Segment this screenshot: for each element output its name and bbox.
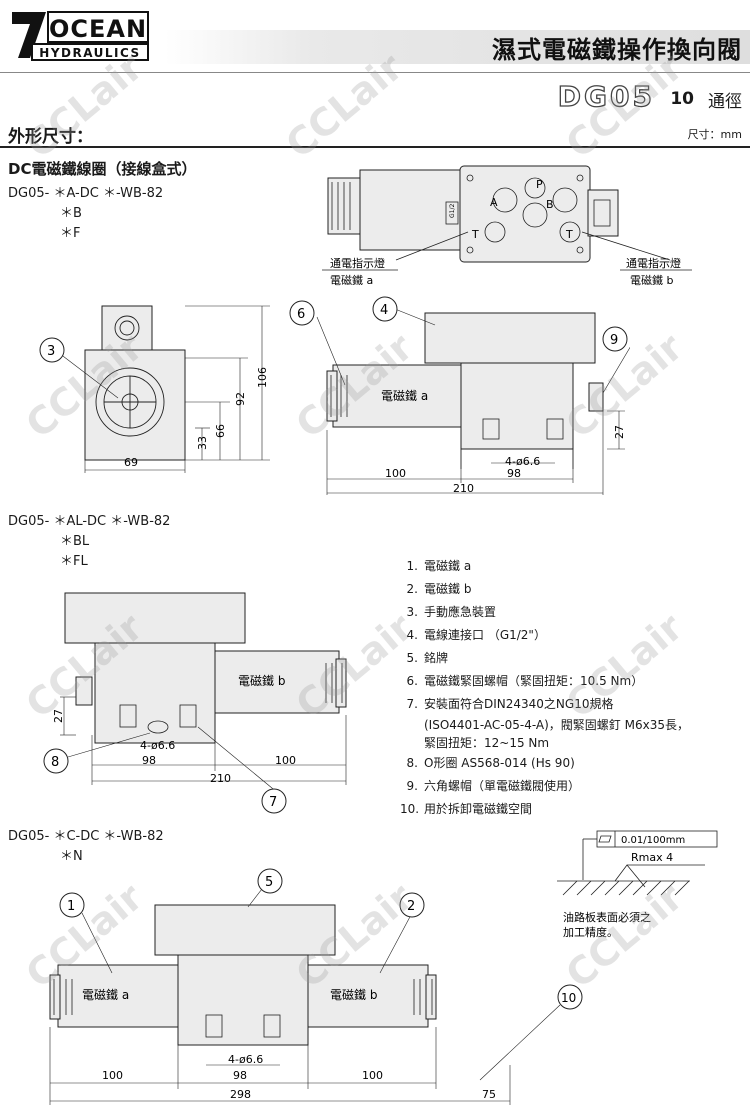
dim-33: 33 (196, 436, 209, 450)
variant-code: ＊F (60, 226, 81, 241)
dim-98: 98 (507, 467, 521, 480)
callout-3: 3 (47, 344, 55, 359)
header-band (165, 30, 750, 64)
callout-7: 7 (269, 795, 277, 810)
variant-code: ＊B (60, 206, 82, 221)
callout-8: 8 (51, 755, 59, 770)
bolt-spec: 4-ø6.6 (140, 739, 175, 752)
dim-69: 69 (124, 456, 138, 469)
side-view-a-drawing: 電磁鐵 a 27 4-ø6.6 100 98 210 6 4 9 (289, 296, 630, 495)
dim-100: 100 (102, 1069, 123, 1082)
ocean-logo: OCEAN HYDRAULICS (8, 8, 150, 62)
port-label: P (536, 178, 543, 191)
callout-9: 9 (610, 333, 618, 348)
dim-75: 75 (482, 1088, 496, 1101)
lamp-b-coil: 電磁鐵 b (630, 273, 673, 287)
dim-210: 210 (453, 482, 474, 495)
variant-code: ＊FL (60, 554, 88, 569)
section-heading: 外形尺寸： (8, 127, 93, 147)
port-label: A (490, 196, 498, 209)
unit-note: 尺寸：mm (687, 128, 742, 141)
legend-item: 5.銘牌 (406, 651, 449, 665)
port-label: B (546, 198, 554, 211)
solenoid-b-label: 電磁鐵 b (330, 987, 377, 1002)
end-view-drawing: 106 92 66 33 69 3 (39, 305, 270, 473)
dim-100: 100 (362, 1069, 383, 1082)
divider (0, 146, 750, 148)
model-code-line: DG05- ＊A-DC ＊-WB-82 (8, 186, 164, 201)
parts-legend: 1.電磁鐵 a 2.電磁鐵 b 3.手動應急裝置 4.電線連接口 （G1/2"）… (400, 555, 740, 821)
callout-4: 4 (380, 303, 388, 318)
dim-210: 210 (210, 772, 231, 785)
model-type: 通徑 (708, 92, 742, 112)
model-code-line: DG05- ＊AL-DC ＊-WB-82 (8, 514, 171, 529)
legend-item: 2.電磁鐵 b (406, 582, 472, 596)
callout-6: 6 (297, 307, 305, 322)
dim-298: 298 (230, 1088, 251, 1101)
surface-finish-symbol: 0.01/100mm Rmax 4 油路板表面必須之 加工精度。 (557, 830, 718, 939)
callout-10: 10 (561, 991, 576, 1005)
legend-item: 8.O形圈 AS568-014 (Hs 90) (406, 756, 575, 770)
legend-item: 6.電磁鐵緊固螺帽（緊固扭矩：10.5 Nm） (406, 674, 644, 688)
lamp-b-title: 通電指示燈 (626, 256, 681, 270)
coil-title: DC電磁鐵線圈（接線盒式） (8, 160, 197, 178)
callout-1: 1 (67, 899, 75, 914)
model-code: DG05 (557, 79, 655, 113)
flatness-value: 0.01/100mm (621, 835, 685, 846)
surface-note: 加工精度。 (563, 925, 618, 939)
g12-label: G1/2 (449, 204, 456, 218)
solenoid-a-label: 電磁鐵 a (82, 987, 129, 1002)
dim-100: 100 (275, 754, 296, 767)
dim-98: 98 (142, 754, 156, 767)
dim-27: 27 (52, 709, 65, 723)
roughness-value: Rmax 4 (631, 851, 673, 864)
legend-item: 1.電磁鐵 a (406, 559, 472, 573)
callout-5: 5 (265, 875, 273, 890)
legend-item: 7. 安裝面符合DIN24340之NG10規格 (ISO4401-AC-05-4… (406, 697, 689, 750)
variant-code: ＊N (60, 849, 83, 864)
legend-item: 4.電線連接口 （G1/2"） (406, 628, 546, 642)
dim-66: 66 (214, 424, 227, 438)
variant-code: ＊BL (60, 534, 90, 549)
watermark-text: CCLair (18, 45, 152, 167)
model-size: 10 (670, 89, 694, 109)
brand-name: OCEAN (49, 15, 147, 43)
model-code-line: DG05- ＊C-DC ＊-WB-82 (8, 829, 164, 844)
surface-note: 油路板表面必須之 (563, 910, 651, 924)
dim-100: 100 (385, 467, 406, 480)
port-label: T (565, 228, 573, 241)
callout-2: 2 (407, 899, 415, 914)
solenoid-a-label: 電磁鐵 a (381, 388, 428, 403)
lamp-a-coil: 電磁鐵 a (330, 273, 373, 287)
lamp-a-title: 通電指示燈 (330, 256, 385, 270)
dim-27: 27 (613, 425, 626, 439)
bolt-spec: 4-ø6.6 (505, 455, 540, 468)
port-label: T (471, 228, 479, 241)
dim-92: 92 (234, 392, 247, 406)
divider (0, 72, 750, 73)
dim-98: 98 (233, 1069, 247, 1082)
bolt-spec: 4-ø6.6 (228, 1053, 263, 1066)
dim-106: 106 (256, 367, 269, 388)
legend-item: 3.手動應急裝置 (406, 605, 497, 619)
brand-sub: HYDRAULICS (39, 46, 140, 60)
double-solenoid-drawing: 電磁鐵 a 電磁鐵 b 4-ø6.6 100 98 100 298 75 1 2… (49, 868, 583, 1105)
page-title: 濕式電磁鐵操作換向閥 (492, 36, 742, 64)
side-view-b-drawing: 電磁鐵 b 27 4-ø6.6 98 100 210 8 7 (43, 592, 347, 814)
legend-item: 9.六角螺帽（單電磁鐵閥使用） (406, 779, 581, 793)
solenoid-b-label: 電磁鐵 b (238, 673, 285, 688)
legend-item: 10.用於拆卸電磁鐵空間 (400, 802, 533, 816)
top-view-drawing: G1/2 P A B T T 通電指示燈 電磁鐵 a 通電指示燈 電磁鐵 b (322, 165, 692, 287)
